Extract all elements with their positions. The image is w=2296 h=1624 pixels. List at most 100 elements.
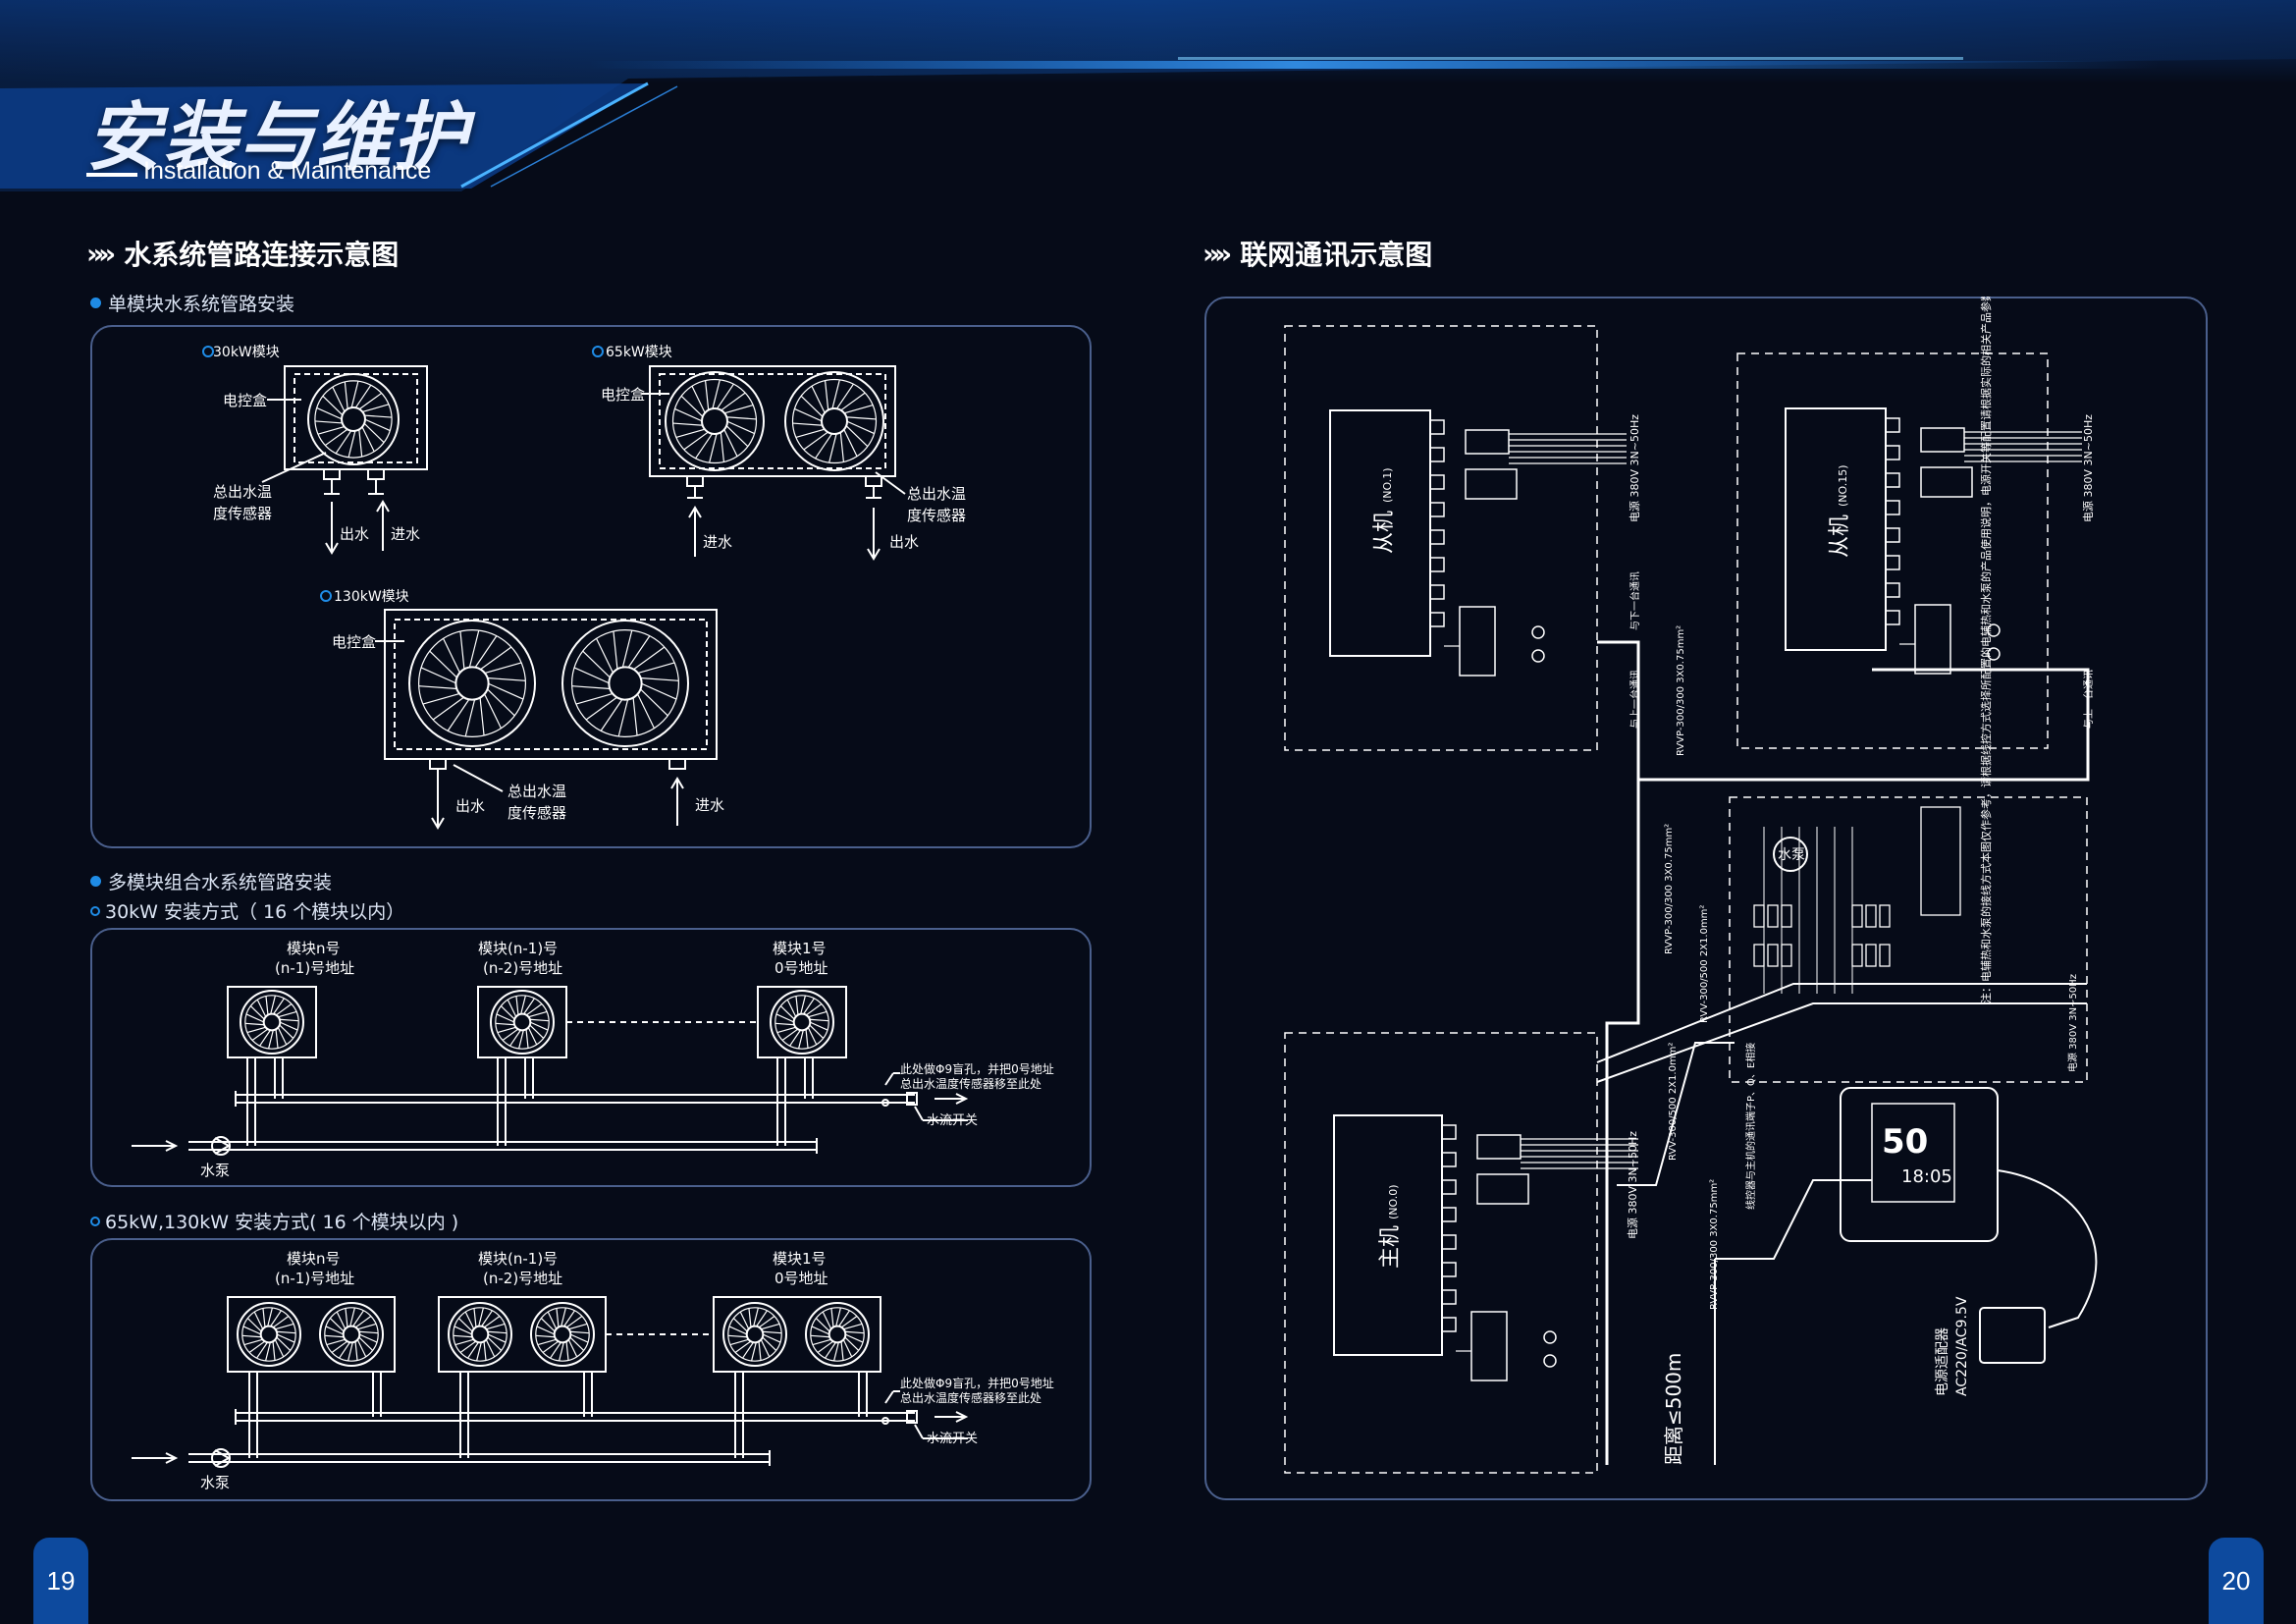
label-module-1: 模块1号 xyxy=(773,940,827,957)
label-module-n: 模块n号 xyxy=(287,940,341,957)
fan-icon xyxy=(408,620,536,747)
label-pump-note: 注：电辅热和水泵的接线方式本图仅作参考，请根据线控方式选择所配置的电辅热和水泵的… xyxy=(1979,297,1993,1003)
label-sensor-130-l2: 度传感器 xyxy=(507,804,566,822)
ring-bullet-icon xyxy=(90,1216,100,1226)
fan-icon xyxy=(307,373,400,465)
pcb-terminal-icon xyxy=(1885,417,2082,675)
multi-module-subtitle: 多模块组合水系统管路安装 xyxy=(90,868,332,894)
label-slave-15-no: (NO.15) xyxy=(1837,464,1849,507)
label-sensor-65-l1: 总出水温 xyxy=(907,485,966,503)
multi65-diagram: 模块n号 (n-1)号地址 模块(n-1)号 (n-2)号地址 模块1号 0号地… xyxy=(132,1250,1054,1491)
fan-icon xyxy=(448,1302,512,1367)
double-chevron-icon: »» xyxy=(86,237,116,270)
label-pump-65: 水泵 xyxy=(200,1474,230,1491)
label-cable-rvvp-3: RVVP-300/300 3X0.75mm² xyxy=(1709,1179,1720,1310)
label-slave-1: 从机 xyxy=(1372,511,1397,554)
page-title: 安装与维护 xyxy=(86,93,469,181)
label-sensor-30-l2: 度传感器 xyxy=(213,505,272,522)
label-outlet-130: 出水 xyxy=(455,797,485,815)
label-module-n-65: 模块n号 xyxy=(287,1250,341,1268)
label-note-65-l2: 总出水温度传感器移至此处 xyxy=(900,1390,1041,1405)
bullet-dot-icon xyxy=(90,298,101,308)
ring-bullet-icon xyxy=(90,905,100,916)
label-cable-rvvp-2: RVVP-300/300 3X0.75mm² xyxy=(1664,824,1675,954)
multi65-subtitle-text: 65kW,130kW 安装方式( 16 个模块以内 ) xyxy=(105,1212,459,1233)
label-sensor-65-l2: 度传感器 xyxy=(907,507,966,524)
label-control-box-30: 电控盒 xyxy=(223,392,267,409)
page-number-right: 20 xyxy=(2209,1538,2264,1624)
fan-icon xyxy=(784,371,884,471)
label-inlet-65: 进水 xyxy=(703,533,732,551)
label-module-1-addr: 0号地址 xyxy=(774,959,828,977)
pcb-terminal-icon xyxy=(1429,419,1627,677)
label-adapter-l2: AC220/AC9.5V xyxy=(1954,1296,1970,1396)
single-module-panel xyxy=(90,325,1092,848)
multi30-subtitle-text: 30kW 安装方式（ 16 个模块以内） xyxy=(105,901,405,923)
label-flow-switch-30: 水流开关 xyxy=(927,1113,978,1128)
double-chevron-icon: »» xyxy=(1202,237,1232,270)
label-master-no: (NO.0) xyxy=(1387,1184,1400,1219)
label-cable-rvvp-1: RVVP-300/300 3X0.75mm² xyxy=(1676,625,1686,756)
pcb-terminal-icon xyxy=(1441,1124,1638,1381)
label-outlet-65: 出水 xyxy=(889,533,919,551)
label-distance: 距离≤500m xyxy=(1662,1353,1685,1465)
fan-icon xyxy=(530,1302,595,1367)
fan-icon xyxy=(237,1302,301,1367)
network-panel xyxy=(1204,297,2208,1500)
right-section-title-text: 联网通讯示意图 xyxy=(1240,239,1433,271)
fan-icon xyxy=(722,1302,787,1367)
label-sensor-130-l1: 总出水温 xyxy=(507,783,566,800)
label-inlet-130: 进水 xyxy=(695,796,724,814)
label-note-30-l1: 此处做Φ9盲孔，并把0号地址 xyxy=(900,1061,1054,1076)
label-module-1-addr-65: 0号地址 xyxy=(774,1270,828,1287)
label-30kw: 30kW模块 xyxy=(213,345,280,360)
label-module-1-65: 模块1号 xyxy=(773,1250,827,1268)
page-subtitle: Installation & Maintenance xyxy=(143,157,432,185)
single-module-diagram: 30kW模块 电控盒 总出水温 度传感器 出水 进水 65kW模块 电控盒 进水… xyxy=(202,345,966,830)
label-wire-controller-note: 线控器与主机的通讯端子P、Q、E相接 xyxy=(1744,1043,1757,1210)
label-outlet-30: 出水 xyxy=(340,525,369,543)
header-banner xyxy=(0,0,2296,191)
label-power-15: 电源 380V 3N~50Hz xyxy=(2081,414,2095,522)
label-pump-30: 水泵 xyxy=(200,1162,230,1179)
label-130kw: 130kW模块 xyxy=(334,589,409,605)
fan-icon xyxy=(805,1302,870,1367)
fan-icon xyxy=(665,371,765,471)
label-cable-rvv-2: RVV-300/500 2X1.0mm² xyxy=(1668,1043,1679,1161)
network-diagram: 从机 (NO.1) 电源 380V 3N~50Hz 与下一台通讯 与上一台通讯 … xyxy=(1284,297,2098,1474)
fan-icon xyxy=(770,990,834,1055)
label-sensor-30-l1: 总出水温 xyxy=(213,483,272,501)
label-module-n-addr-65: (n-1)号地址 xyxy=(275,1270,354,1287)
multi65-subtitle: 65kW,130kW 安装方式( 16 个模块以内 ) xyxy=(90,1208,458,1234)
label-to-next-1: 与下一台通讯 xyxy=(1629,571,1641,630)
label-module-n1-addr-65: (n-2)号地址 xyxy=(483,1270,562,1287)
label-control-box-65: 电控盒 xyxy=(601,386,645,404)
label-module-n1-65: 模块(n-1)号 xyxy=(478,1250,558,1268)
label-module-n1-addr: (n-2)号地址 xyxy=(483,959,562,977)
fan-icon xyxy=(240,990,304,1055)
fan-icon xyxy=(490,990,555,1055)
multi-module-subtitle-text: 多模块组合水系统管路安装 xyxy=(108,872,333,893)
multi65-panel xyxy=(90,1238,1092,1501)
right-section-title: »» 联网通讯示意图 xyxy=(1202,234,1432,273)
label-65kw: 65kW模块 xyxy=(606,345,672,360)
label-module-n-addr: (n-1)号地址 xyxy=(275,959,354,977)
label-module-n1: 模块(n-1)号 xyxy=(478,940,558,957)
multi30-diagram: 模块n号 (n-1)号地址 模块(n-1)号 (n-2)号地址 模块1号 0号地… xyxy=(132,940,1054,1179)
page-number-left: 19 xyxy=(33,1538,88,1624)
label-slave-1-no: (NO.1) xyxy=(1381,467,1394,503)
contactor-icon xyxy=(1753,806,1961,994)
multi30-subtitle: 30kW 安装方式（ 16 个模块以内） xyxy=(90,897,404,924)
single-module-subtitle-text: 单模块水系统管路安装 xyxy=(108,294,295,315)
single-module-subtitle: 单模块水系统管路安装 xyxy=(90,290,294,316)
label-pump-right: 水泵 xyxy=(1778,847,1805,863)
left-section-title-text: 水系统管路连接示意图 xyxy=(124,239,400,271)
label-note-65-l1: 此处做Φ9盲孔，并把0号地址 xyxy=(900,1376,1054,1390)
label-inlet-30: 进水 xyxy=(391,525,420,543)
label-power-1: 电源 380V 3N~50Hz xyxy=(1628,414,1641,522)
fan-icon xyxy=(319,1302,384,1367)
label-flow-switch-65: 水流开关 xyxy=(927,1432,978,1446)
label-cable-rvv-1: RVV-300/500 2X1.0mm² xyxy=(1699,905,1710,1023)
label-control-box-130: 电控盒 xyxy=(332,633,376,651)
title-underline xyxy=(86,173,137,177)
